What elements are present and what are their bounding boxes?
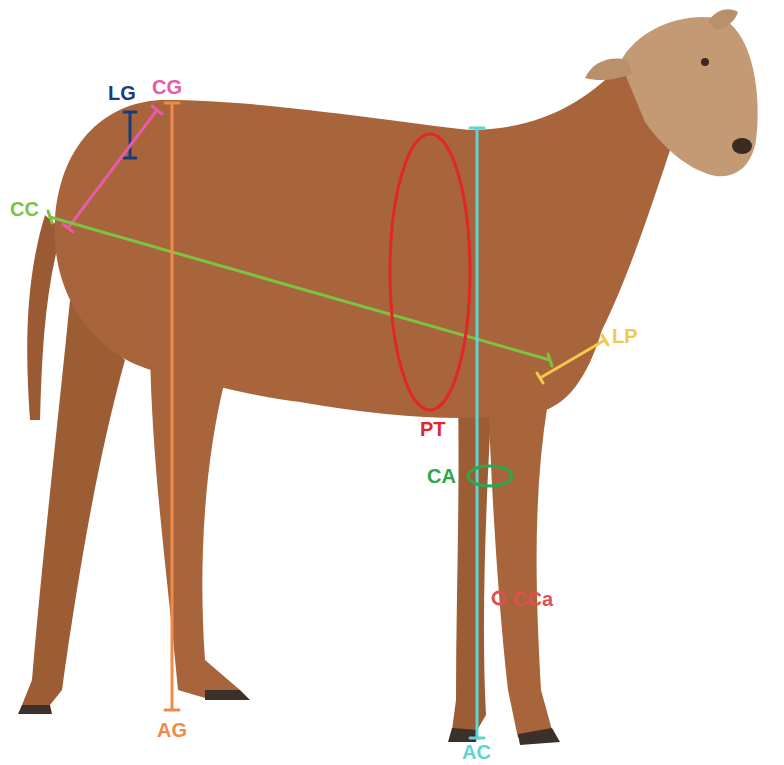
- measure-label: LP: [612, 325, 638, 347]
- measure-label: CA: [427, 465, 456, 487]
- measure-label: AC: [462, 741, 491, 763]
- measure-label: CCa: [513, 588, 553, 610]
- measure-label: AG: [157, 719, 187, 741]
- measure-label: CC: [10, 198, 39, 220]
- measure-label: LG: [108, 82, 136, 104]
- measure-label: CG: [152, 76, 182, 98]
- measure-label: PT: [420, 418, 446, 440]
